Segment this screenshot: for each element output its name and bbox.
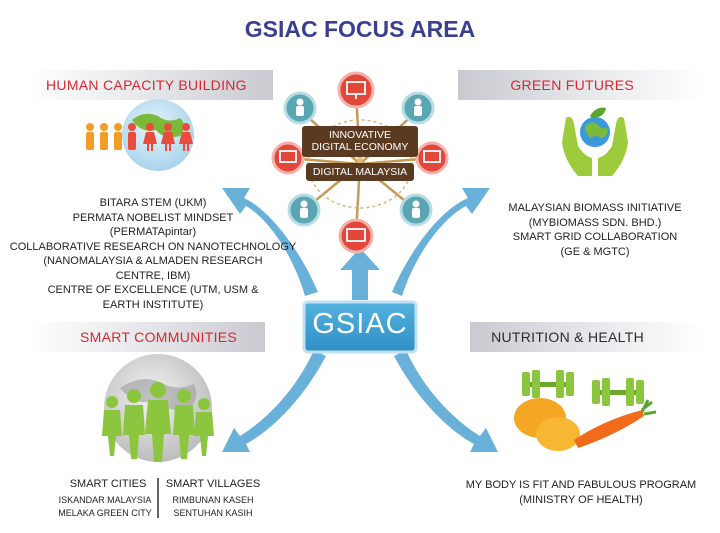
hub-box-digital-malaysia bbox=[306, 163, 414, 181]
arrow-down-right bbox=[394, 350, 498, 452]
smart-villages-heading: SMART VILLAGES bbox=[165, 478, 261, 490]
digital-economy-network bbox=[271, 71, 449, 254]
monitor-icon bbox=[338, 218, 374, 254]
smart-communities-illustration bbox=[102, 354, 214, 518]
monitor-icon bbox=[271, 141, 305, 175]
banner-human-capacity bbox=[28, 70, 273, 100]
list-item: BITARA STEM (UKM) bbox=[99, 197, 207, 209]
list-item: MY BODY IS FIT AND FABULOUS PROGRAM bbox=[465, 479, 697, 491]
list-item: MELAKA GREEN CITY bbox=[58, 508, 152, 519]
arrow-up bbox=[340, 248, 380, 300]
left-hand-icon bbox=[562, 116, 592, 176]
dumbbell-icon bbox=[592, 378, 644, 406]
center-label: GSIAC bbox=[312, 308, 408, 340]
monitor-icon bbox=[415, 141, 449, 175]
section-heading: SMART COMMUNITIES bbox=[80, 329, 238, 345]
list-item: COLLABORATIVE RESEARCH ON NANOTECHNOLOGY bbox=[9, 240, 297, 253]
arrow-up-right bbox=[392, 188, 490, 296]
list-item: (MINISTRY OF HEALTH) bbox=[519, 493, 643, 506]
list-item: MALAYSIAN BIOMASS INITIATIVE bbox=[508, 202, 682, 214]
hub-line-digital-economy: DIGITAL ECONOMY bbox=[311, 141, 409, 154]
human-capacity-list: BITARA STEM (UKM) PERMATA NOBELIST MINDS… bbox=[8, 196, 298, 312]
section-human-capacity-header: HUMAN CAPACITY BUILDING bbox=[28, 70, 273, 100]
list-item: RIMBUNAN KASEH bbox=[172, 495, 254, 505]
section-nutrition-health-header: NUTRITION & HEALTH bbox=[470, 322, 704, 352]
nutrition-health-list: MY BODY IS FIT AND FABULOUS PROGRAM (MIN… bbox=[446, 478, 716, 507]
list-item: SMART GRID COLLABORATION bbox=[512, 231, 678, 244]
section-smart-communities-header: SMART COMMUNITIES bbox=[28, 322, 265, 352]
list-item: CENTRE OF EXCELLENCE (UTM, USM & bbox=[47, 284, 259, 297]
gsiac-box bbox=[302, 300, 418, 354]
hub-label-innovative: INNOVATIVE DIGITAL ECONOMY bbox=[302, 129, 418, 153]
hub-label-digital-malaysia: DIGITAL MALAYSIA bbox=[312, 166, 408, 178]
list-item: (MYBIOMASS SDN. BHD.) bbox=[528, 216, 662, 229]
smart-cities-list: ISKANDAR MALAYSIA MELAKA GREEN CITY bbox=[54, 494, 156, 520]
human-capacity-illustration bbox=[86, 99, 194, 171]
smart-villages-list: RIMBUNAN KASEH SENTUHAN KASIH bbox=[162, 494, 264, 520]
list-item: SENTUHAN KASIH bbox=[173, 508, 253, 519]
section-heading: NUTRITION & HEALTH bbox=[491, 329, 644, 345]
person-nodes bbox=[283, 91, 435, 227]
dumbbell-icon bbox=[522, 370, 574, 398]
nutrition-illustration bbox=[514, 370, 657, 451]
hub-box-innovative bbox=[302, 126, 418, 157]
right-hand-icon bbox=[598, 116, 628, 176]
list-item: (PERMATApintar) bbox=[109, 226, 197, 239]
section-green-futures-header: GREEN FUTURES bbox=[458, 70, 704, 100]
monitor-nodes bbox=[271, 71, 449, 254]
people-icon bbox=[86, 123, 193, 151]
banner-nutrition-health bbox=[470, 322, 704, 352]
list-item: EARTH INSTITUTE) bbox=[102, 298, 204, 311]
list-item: (NANOMALAYSIA & ALMADEN RESEARCH bbox=[43, 255, 263, 268]
section-heading: GREEN FUTURES bbox=[510, 77, 634, 93]
list-item: ISKANDAR MALAYSIA bbox=[58, 495, 152, 505]
monitor-icon bbox=[337, 71, 375, 109]
hub-line-innovative: INNOVATIVE bbox=[328, 129, 392, 141]
list-item: (GE & MGTC) bbox=[560, 245, 630, 258]
potato-icon bbox=[536, 417, 580, 451]
page-title: GSIAC FOCUS AREA bbox=[244, 16, 476, 42]
leaf-icon bbox=[590, 107, 606, 118]
green-futures-illustration bbox=[562, 107, 628, 176]
banner-smart-communities bbox=[28, 322, 265, 352]
section-heading: HUMAN CAPACITY BUILDING bbox=[46, 77, 247, 93]
arrow-down-left bbox=[222, 350, 326, 452]
arrow-up-left bbox=[222, 188, 318, 296]
green-futures-list: MALAYSIAN BIOMASS INITIATIVE (MYBIOMASS … bbox=[480, 201, 710, 259]
carrot-icon bbox=[574, 410, 644, 448]
banner-green-futures bbox=[458, 70, 704, 100]
smart-cities-heading: SMART CITIES bbox=[69, 478, 147, 490]
arrows bbox=[222, 188, 498, 452]
people-group-icon bbox=[102, 382, 214, 462]
list-item: PERMATA NOBELIST MINDSET bbox=[72, 211, 234, 224]
list-item: CENTRE, IBM) bbox=[115, 269, 191, 282]
